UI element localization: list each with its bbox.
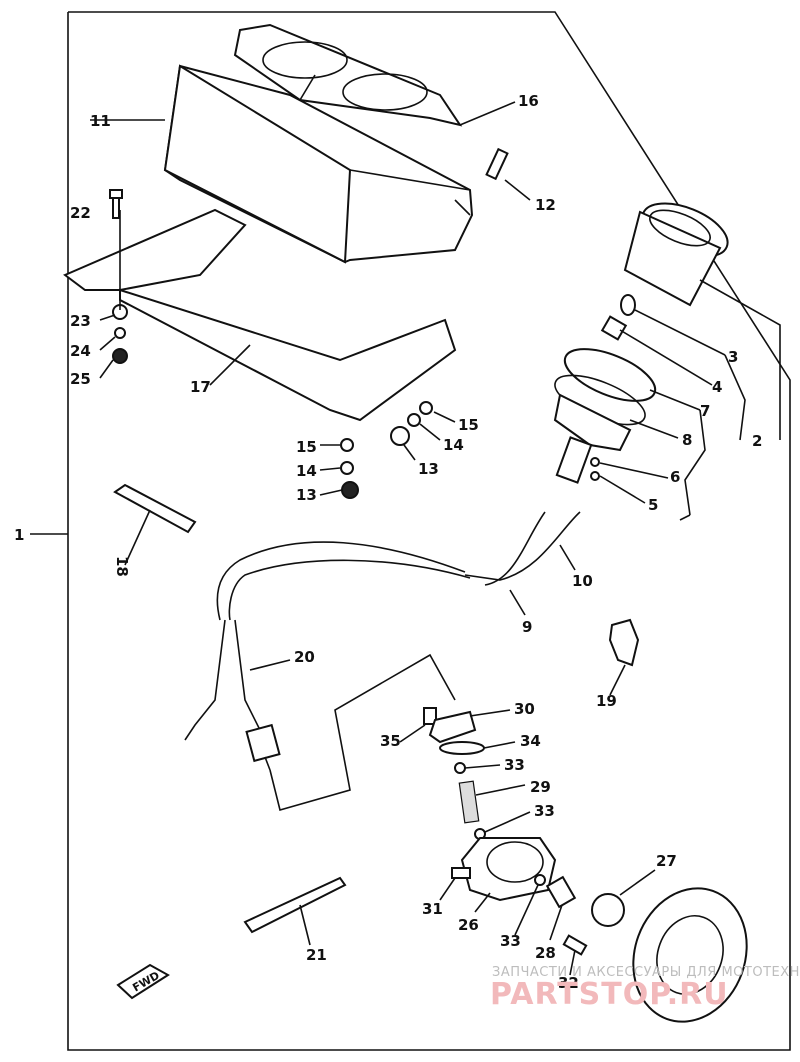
callout-16: 16 [518,92,539,110]
callout-30: 30 [514,700,535,718]
nut-13a [341,481,359,499]
wheel-hub [632,887,748,1023]
pinion-29 [458,780,480,824]
watermark-tagline: ЗАПЧАСТИ И АКСЕССУАРЫ ДЛЯ МОТОТЕХНИКИ [492,965,800,980]
callout-10: 10 [572,572,593,590]
drive-27 [591,893,625,927]
bolt-12 [485,147,509,181]
callout-23: 23 [70,312,91,330]
callout-15a: 15 [296,438,317,456]
screw-32 [562,934,588,956]
clamp-19 [608,618,640,667]
socket-4 [600,315,628,341]
callout-21: 21 [306,946,327,964]
meter-base [553,393,632,452]
washer-5 [590,471,600,481]
callout-17: 17 [190,378,211,396]
assembly-frame [67,11,791,1051]
callout-14b: 14 [443,436,464,454]
washer-15a [340,438,354,452]
callout-1: 1 [14,526,24,544]
washer-15b [419,401,433,415]
callout-13b: 13 [418,460,439,478]
forward-arrow: FWD [116,963,170,1000]
callout-15b: 15 [458,416,479,434]
callout-31: 31 [422,900,443,918]
meter-cover [163,64,474,264]
shaft-28 [545,875,577,909]
callout-20: 20 [294,648,315,666]
callout-33a: 33 [504,756,525,774]
callout-19: 19 [596,692,617,710]
callout-3: 3 [728,348,738,366]
gear-housing-26 [460,837,557,902]
callout-9: 9 [522,618,532,636]
washer-24 [114,327,126,339]
callout-28: 28 [535,944,556,962]
gear-unit [423,707,625,956]
washer-33a [454,762,466,774]
callout-34: 34 [520,732,541,750]
callout-24: 24 [70,342,91,360]
callout-8: 8 [682,431,692,449]
cover-gasket [233,23,463,127]
callout-29: 29 [530,778,551,796]
callout-25: 25 [70,370,91,388]
watermark-logo: PARTSTOP.RU [490,977,729,1012]
cable-tie-18 [113,483,197,534]
washer-33c [534,874,546,886]
bolt-31 [451,867,471,879]
callout-14a: 14 [296,462,317,480]
callout-4: 4 [712,378,722,396]
bulb-3 [620,294,636,316]
callout-6: 6 [670,468,680,486]
callout-27: 27 [656,852,677,870]
callout-26: 26 [458,916,479,934]
cable-tie-21 [243,876,347,934]
meter-case-7 [563,348,657,402]
nut-13b [390,426,410,446]
washer-14a [340,461,354,475]
callout-33c: 33 [500,932,521,950]
washer-6 [590,457,600,467]
gasket-34 [439,741,485,755]
callout-18: 18 [113,556,131,577]
wire-10 [464,511,581,581]
callout-12: 12 [535,196,556,214]
callout-13a: 13 [296,486,317,504]
callout-33b: 33 [534,802,555,820]
callout-5: 5 [648,496,658,514]
callout-2: 2 [752,432,762,450]
bolt-35 [423,707,437,725]
housing-cap-30 [428,710,477,744]
washer-14b [407,413,421,427]
callout-22: 22 [70,204,91,222]
meter-cable [184,619,291,771]
callout-32: 32 [558,974,579,992]
nut-25 [112,348,128,364]
callout-11: 11 [90,112,111,130]
bolt-22 [109,189,123,219]
callout-7: 7 [700,402,710,420]
wire-9 [484,511,546,586]
callout-35: 35 [380,732,401,750]
socket-cord [555,436,593,484]
speedometer [623,202,729,307]
meter-bracket [63,208,457,422]
